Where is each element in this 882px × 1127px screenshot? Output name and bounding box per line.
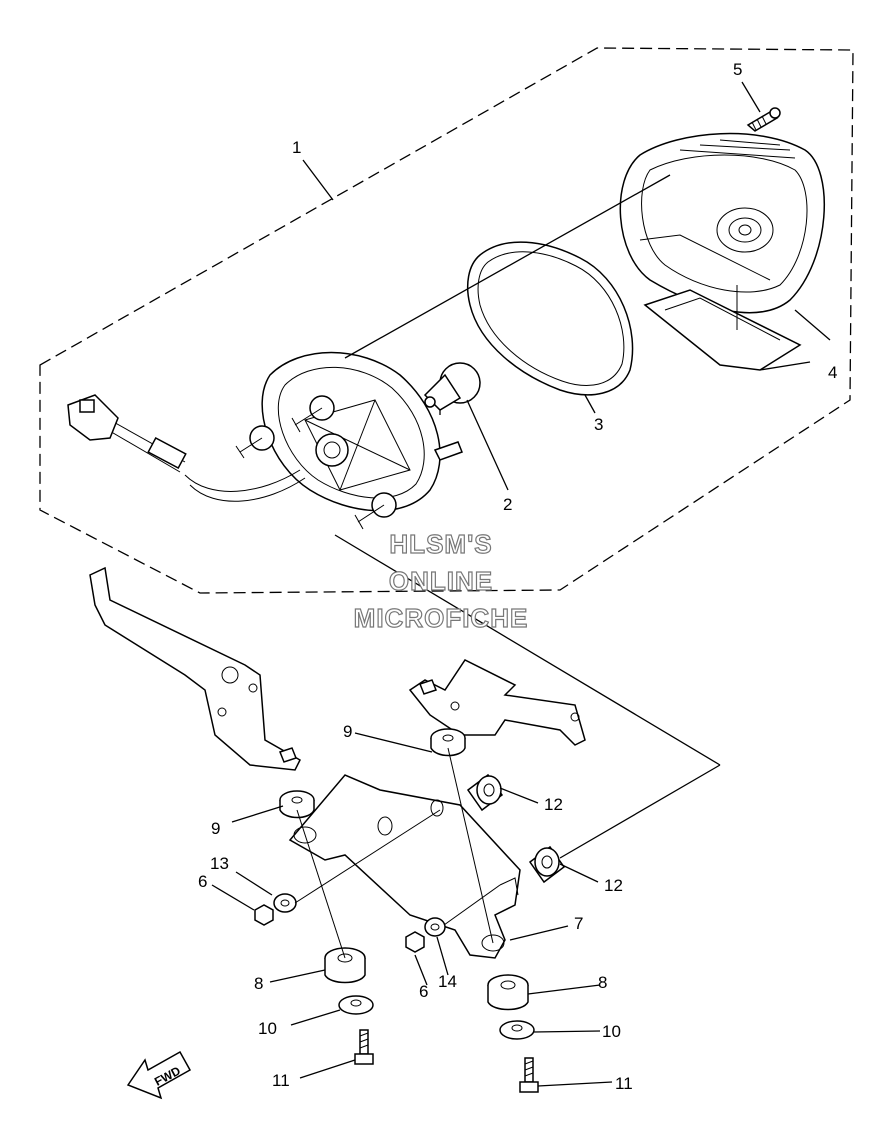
lens-housing [619, 132, 826, 371]
callout-7: 7 [574, 914, 583, 933]
callout-11-right: 11 [615, 1074, 633, 1093]
collar-part-14 [424, 917, 446, 937]
callout-4: 4 [828, 363, 837, 382]
callout-13: 13 [210, 854, 229, 873]
grommet-part-9-left [279, 790, 315, 819]
callout-1: 1 [292, 138, 301, 157]
nut-part-6-right [405, 931, 425, 953]
watermark-line-1: HLSM'S [389, 529, 492, 559]
light-base-housing [235, 351, 463, 530]
bolt-part-11-left [354, 1029, 374, 1065]
bulb-part-2 [423, 362, 481, 411]
lower-guide-lines [294, 747, 501, 959]
bolt-part-11-right [519, 1057, 539, 1093]
screw-part-5 [746, 107, 781, 132]
callout-3: 3 [594, 415, 603, 434]
damper-part-8-right [487, 974, 529, 1011]
grommet-part-9-right [430, 728, 466, 757]
watermark-line-3: MICROFICHE [354, 603, 529, 633]
callout-2: 2 [503, 495, 512, 514]
collar-part-12-upper [466, 773, 504, 812]
washer-part-10-left [338, 995, 374, 1015]
callout-6-right: 6 [419, 982, 428, 1001]
nut-part-6-left [254, 904, 274, 926]
watermark: HLSM'S ONLINE MICROFICHE [353, 528, 529, 633]
right-bracket [408, 659, 586, 746]
assembly-guide-lines [334, 174, 721, 859]
damper-part-8-left [324, 947, 366, 984]
callout-11-left: 11 [272, 1071, 290, 1090]
callout-5: 5 [733, 60, 742, 79]
leader-lines [211, 81, 831, 1087]
collar-part-12-lower [528, 845, 566, 884]
callout-9-right: 9 [343, 722, 352, 741]
callout-8-left: 8 [254, 974, 263, 993]
washer-part-10-right [499, 1020, 535, 1040]
callout-6-left: 6 [198, 872, 207, 891]
left-bracket [89, 566, 301, 771]
collar-part-13 [273, 893, 297, 913]
gasket-part-3 [467, 241, 634, 396]
callout-12-lower: 12 [604, 876, 623, 895]
forward-direction-arrow: FWD [126, 1050, 192, 1100]
watermark-line-2: ONLINE [389, 566, 493, 596]
callout-10-left: 10 [258, 1019, 277, 1038]
callout-9-left: 9 [211, 819, 220, 838]
callout-8-right: 8 [598, 973, 607, 992]
wire-harness [67, 394, 306, 502]
callout-14: 14 [438, 972, 457, 991]
callout-12-upper: 12 [544, 795, 563, 814]
callout-10-right: 10 [602, 1022, 621, 1041]
